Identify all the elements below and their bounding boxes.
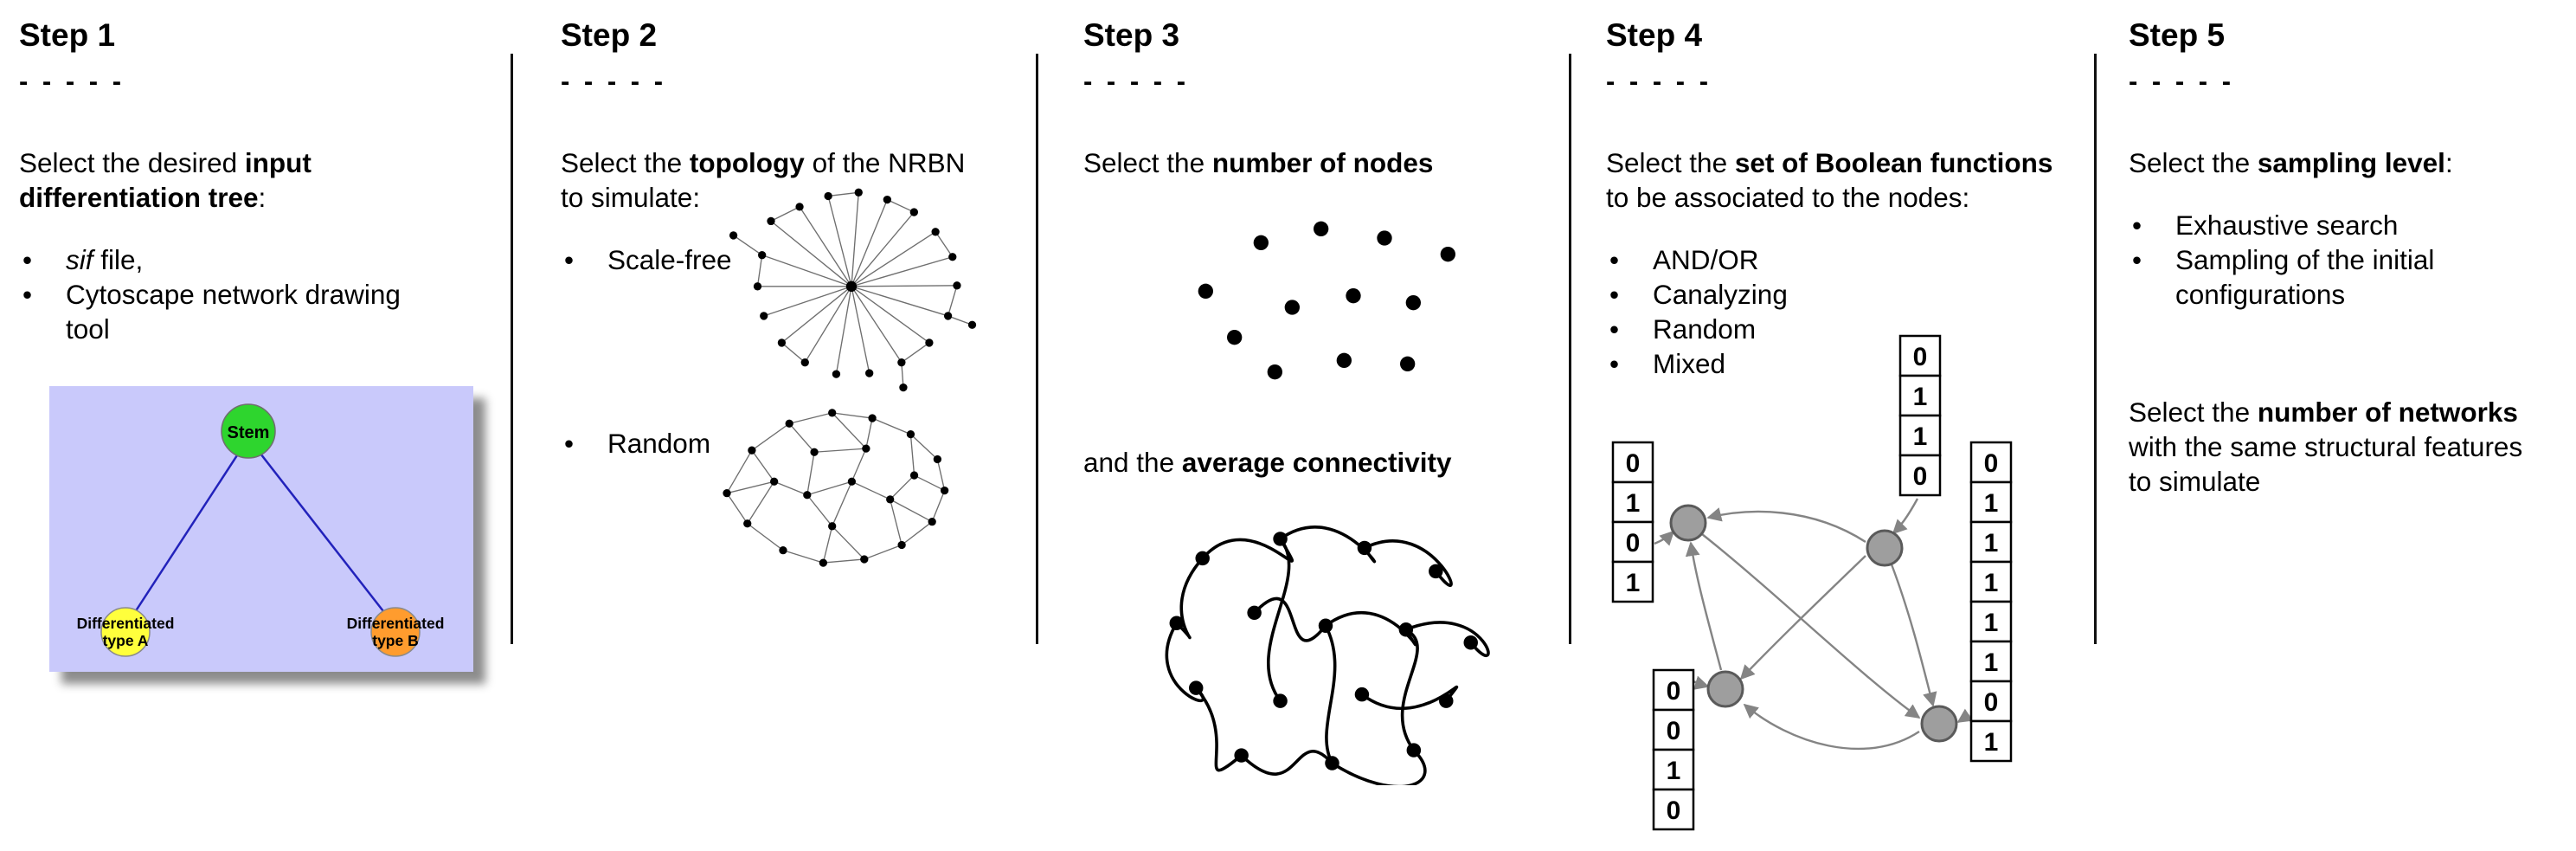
bullet-marker: •	[2132, 209, 2142, 241]
bullet-marker: •	[564, 243, 575, 275]
connectivity-network-figure	[1165, 525, 1490, 785]
step-4-bullet-and-or: • AND/OR	[1606, 242, 2056, 277]
step-5-networks-text: Select the number of networks with the s…	[2129, 396, 2523, 497]
type-a-label-line1: Differentiated	[77, 615, 175, 632]
scale-free-network-figure	[729, 188, 977, 392]
truth-table-right: 0 1 1 1 1 1 0 1	[1969, 441, 2013, 763]
step-1-title: Step 1	[19, 17, 116, 53]
step-5-dashes: - - - - -	[2129, 66, 2235, 96]
boolean-node-d	[1920, 705, 1958, 743]
nodes-scatter-figure	[1198, 221, 1455, 379]
stem-label: Stem	[228, 423, 270, 442]
svg-text:1: 1	[1984, 569, 1999, 597]
step-2-column: Step 2 - - - - - Select the topology of …	[561, 17, 977, 567]
svg-text:0: 0	[1913, 343, 1928, 371]
step-1-bullet-cytoscape: • Cytoscape network drawing tool	[19, 277, 404, 346]
truth-table-top: 0 1 1 0	[1898, 334, 1942, 497]
column-divider	[1036, 54, 1038, 644]
bullet-marker: •	[1609, 278, 1620, 310]
tree-edges	[124, 436, 396, 628]
column-divider	[2094, 54, 2097, 644]
step-3-column: Step 3 - - - - - Select the number of no…	[1083, 17, 1555, 785]
step-4-bullet-mixed: • Mixed	[1606, 346, 2056, 381]
svg-text:1: 1	[1667, 757, 1681, 785]
step-3-connectivity-text: and the average connectivity	[1083, 446, 1452, 478]
svg-text:1: 1	[1913, 422, 1928, 451]
type-b-label-line2: type B	[372, 632, 418, 649]
svg-text:0: 0	[1913, 462, 1928, 491]
svg-text:1: 1	[1913, 383, 1928, 411]
bullet-marker: •	[564, 427, 575, 459]
step-2-title: Step 2	[561, 17, 658, 53]
svg-text:0: 0	[1667, 717, 1681, 745]
truth-table-left: 0 1 0 1	[1611, 441, 1654, 603]
column-divider	[511, 54, 513, 644]
step-1-dashes: - - - - -	[19, 66, 125, 96]
column-divider	[1569, 54, 1571, 644]
step-3-nodes-text: Select the number of nodes	[1083, 147, 1434, 178]
step-5-column: Step 5 - - - - - Select the sampling lev…	[2129, 17, 2544, 525]
svg-text:0: 0	[1626, 449, 1641, 478]
step-4-title: Step 4	[1606, 17, 1703, 53]
svg-text:1: 1	[1984, 609, 1999, 637]
truth-table-bottom: 0 0 1 0	[1652, 668, 1695, 831]
step-5-bullet-sampling: • Sampling of the initial configurations	[2129, 242, 2544, 312]
svg-text:0: 0	[1984, 449, 1999, 478]
svg-text:0: 0	[1626, 529, 1641, 558]
step-5-intro: Select the sampling level:	[2129, 147, 2453, 178]
svg-text:0: 0	[1667, 677, 1681, 706]
step-1-bullet-sif-file: • sif file,	[19, 242, 404, 277]
svg-text:0: 0	[1667, 796, 1681, 825]
random-network-figure	[723, 409, 949, 567]
boolean-node-c	[1706, 670, 1744, 708]
step-1-column: Step 1 - - - - - Select the desired inpu…	[19, 17, 473, 672]
step-5-title: Step 5	[2129, 17, 2226, 53]
boolean-network-edges	[1654, 498, 1974, 751]
step-4-bullet-canalyzing: • Canalyzing	[1606, 277, 2056, 312]
type-a-node	[100, 606, 151, 657]
step-2-intro: Select the topology of the NRBN to simul…	[561, 147, 966, 213]
type-b-label-line1: Differentiated	[347, 615, 445, 632]
step-4-column: Step 4 - - - - - Select the set of Boole…	[1606, 17, 2056, 848]
svg-text:1: 1	[1626, 489, 1641, 518]
step-4-intro: Select the set of Boolean functions to b…	[1606, 147, 2053, 213]
differentiation-tree-figure: Stem Differentiated type A Differentiate…	[49, 385, 473, 672]
bullet-marker: •	[22, 278, 33, 310]
svg-text:0: 0	[1984, 688, 1999, 717]
step-2-dashes: - - - - -	[561, 66, 667, 96]
stem-node	[221, 403, 276, 459]
bullet-marker: •	[2132, 243, 2142, 275]
boolean-node-a	[1669, 504, 1707, 542]
svg-text:1: 1	[1984, 648, 1999, 677]
step-1-intro: Select the desired input differentiation…	[19, 147, 312, 213]
bullet-marker: •	[1609, 313, 1620, 345]
type-b-node	[370, 606, 421, 657]
step-4-bullet-random: • Random	[1606, 312, 2056, 346]
svg-text:1: 1	[1984, 728, 1999, 757]
bullet-marker: •	[22, 243, 33, 275]
step-4-dashes: - - - - -	[1606, 66, 1712, 96]
svg-text:1: 1	[1984, 529, 1999, 558]
step-2-bullet-scale-free: • Scale-free	[561, 242, 976, 277]
step-3-title: Step 3	[1083, 17, 1180, 53]
step-5-bullet-exhaustive: • Exhaustive search	[2129, 208, 2544, 242]
boolean-network-figure: 0 1 0 1 0 1 1 0 0 0 1 0 0 1 1 1	[1611, 334, 2013, 831]
type-a-label-line2: type A	[103, 632, 149, 649]
step-2-bullet-random: • Random	[561, 426, 976, 461]
boolean-node-b	[1866, 529, 1904, 567]
svg-text:1: 1	[1626, 569, 1641, 597]
bullet-marker: •	[1609, 243, 1620, 275]
bullet-marker: •	[1609, 347, 1620, 379]
svg-text:1: 1	[1984, 489, 1999, 518]
step-3-dashes: - - - - -	[1083, 66, 1190, 96]
